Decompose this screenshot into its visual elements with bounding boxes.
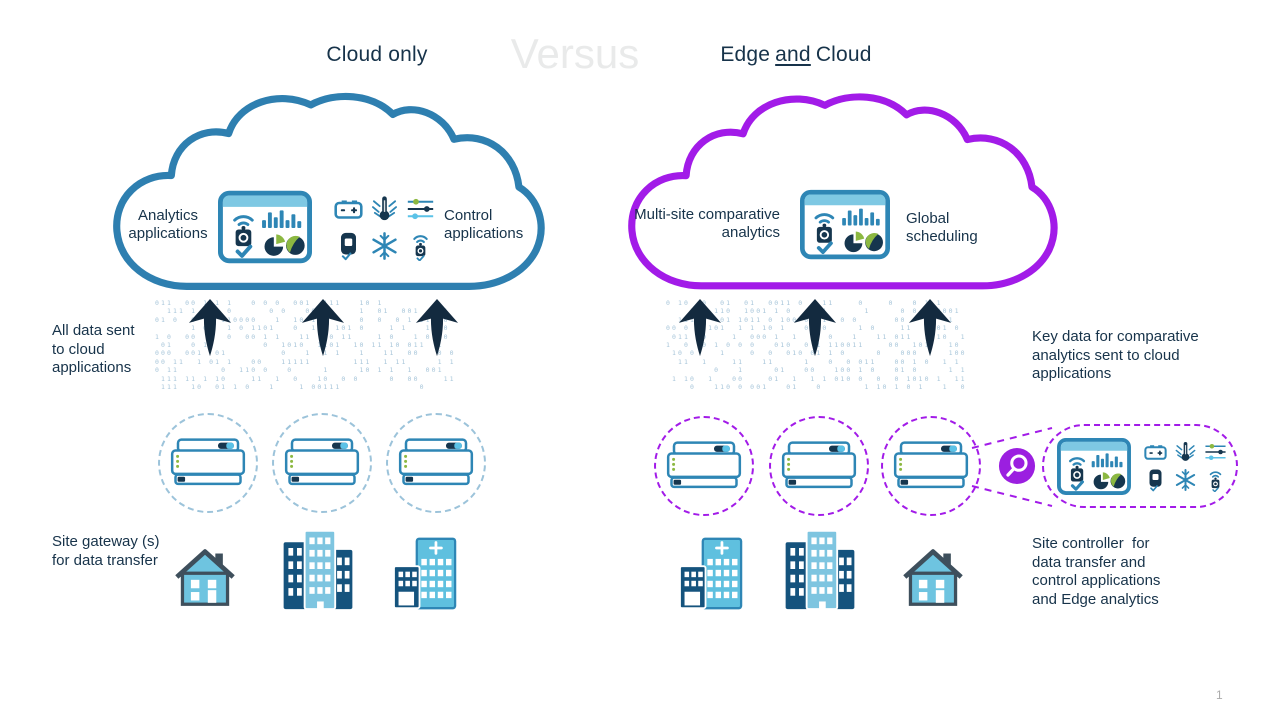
- edge-title-pre: Edge: [720, 43, 771, 66]
- all-data-caption: All data sent to cloud applications: [52, 322, 135, 377]
- hospital-building-icon: [676, 537, 746, 610]
- title-cloud-only: Cloud only: [326, 43, 428, 66]
- binary-rain-left: 011 00 111 1 0 0 0 001 111 10 1 111 1 1 …: [155, 299, 456, 392]
- gateway-device-icon: [280, 438, 364, 488]
- house-icon: [172, 546, 238, 608]
- meter-icon: [1144, 468, 1167, 492]
- left-cloud-outline-icon: [96, 82, 558, 294]
- snowflake-icon: [370, 231, 399, 261]
- dashboard-icon: [218, 190, 312, 264]
- control-applications-label: Control applications: [444, 207, 524, 242]
- hospital-building-icon: [390, 537, 460, 610]
- sensor-icon: [406, 231, 435, 261]
- sliders-icon: [406, 194, 435, 224]
- device-icon-grid: [330, 190, 438, 264]
- key-data-caption: Key data for comparative analytics sent …: [1032, 328, 1199, 383]
- data-up-arrow-icon: [188, 299, 232, 357]
- controller-circle: [769, 416, 869, 516]
- data-up-arrow-icon: [678, 299, 722, 357]
- gateway-device-icon: [394, 438, 478, 488]
- office-building-icon: [281, 527, 355, 611]
- data-up-arrow-icon: [415, 299, 459, 357]
- house-icon: [900, 546, 966, 608]
- multisite-analytics-label: Multi-site comparative analytics: [634, 206, 780, 241]
- controller-circle: [654, 416, 754, 516]
- analytics-applications-label: Analytics applications: [128, 207, 208, 242]
- snowflake-icon: [1174, 468, 1197, 492]
- gateway-circle: [158, 413, 258, 513]
- controller-detail-callout: [1042, 424, 1238, 508]
- site-controller-caption: Site controller for data transfer and co…: [1032, 535, 1161, 608]
- battery-icon: [334, 194, 363, 224]
- global-scheduling-label: Global scheduling: [906, 210, 978, 245]
- edge-title-post: Cloud: [815, 43, 872, 66]
- dashboard-icon: [800, 189, 890, 260]
- sensor-icon: [1204, 468, 1227, 492]
- data-up-arrow-icon: [793, 299, 837, 357]
- callout-connector-lines: [971, 427, 1053, 507]
- site-gateway-caption: Site gateway (s) for data transfer: [52, 533, 160, 569]
- thermometer-icon: [370, 194, 399, 224]
- gateway-device-icon: [777, 441, 861, 491]
- magnifier-icon: [998, 447, 1036, 485]
- office-building-icon: [783, 527, 857, 611]
- dashboard-icon: [1057, 438, 1131, 495]
- controller-circle: [881, 416, 981, 516]
- right-cloud-outline-icon: [612, 82, 1070, 294]
- device-icon-grid: [1140, 438, 1230, 494]
- sliders-icon: [1204, 440, 1227, 464]
- data-up-arrow-icon: [301, 299, 345, 357]
- meter-icon: [334, 231, 363, 261]
- page-number: 1: [1216, 688, 1223, 702]
- gateway-circle: [386, 413, 486, 513]
- thermometer-icon: [1174, 440, 1197, 464]
- title-versus: Versus: [510, 30, 640, 77]
- battery-icon: [1144, 440, 1167, 464]
- data-up-arrow-icon: [908, 299, 952, 357]
- binary-rain-right: 0 10 0 01 01 0011 0 11 0 0 0 1 1 1 1 110…: [666, 299, 967, 392]
- gateway-device-icon: [662, 441, 746, 491]
- edge-title-and: and: [775, 43, 811, 66]
- gateway-device-icon: [166, 438, 250, 488]
- gateway-circle: [272, 413, 372, 513]
